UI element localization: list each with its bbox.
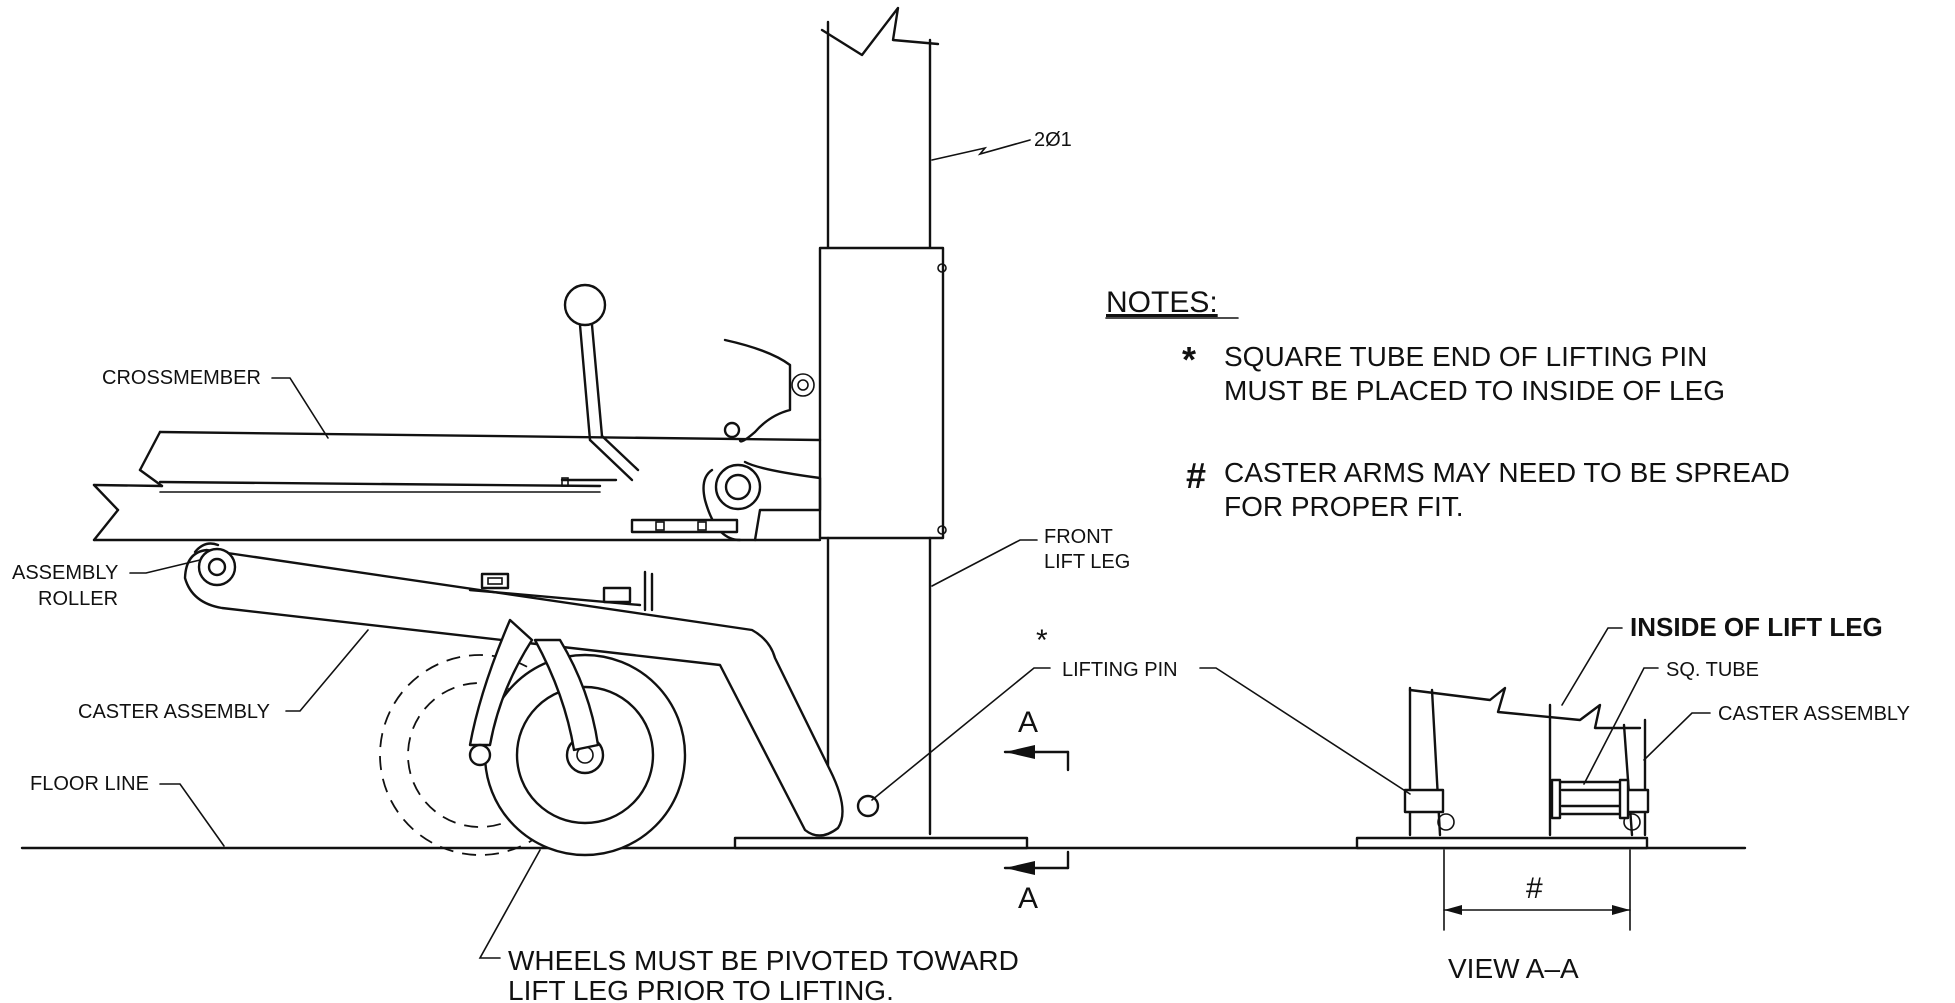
lifting-pin-label: LIFTING PIN	[1062, 659, 1178, 681]
caster-assembly-label: CASTER ASSEMBLY	[78, 701, 270, 723]
caster-forks	[468, 618, 600, 767]
assembly-roller-label-2: ROLLER	[38, 588, 118, 610]
note-2-line-2: FOR PROPER FIT.	[1224, 491, 1464, 522]
leg-bracket	[702, 338, 822, 542]
leg-sleeve-box	[818, 246, 945, 540]
part-number-label: 2Ø1	[1034, 129, 1072, 151]
section-label-top: A	[1018, 706, 1038, 739]
lifting-pin-mark: *	[1036, 624, 1048, 657]
front-lift-leg	[826, 536, 932, 836]
sq-tube-label: SQ. TUBE	[1666, 659, 1759, 681]
dimension-mark: #	[1526, 872, 1543, 905]
caster-assembly	[183, 542, 880, 837]
notes-heading: NOTES:	[1106, 286, 1218, 319]
note-2-symbol: #	[1186, 455, 1206, 496]
warning-line-1: WHEELS MUST BE PIVOTED TOWARD	[508, 945, 1019, 976]
view-a-a: # VIEW A–A	[1355, 686, 1650, 984]
section-marker-bottom: A	[1003, 850, 1070, 915]
note-2-line-1: CASTER ARMS MAY NEED TO BE SPREAD	[1224, 457, 1790, 488]
inside-of-lift-leg-label: INSIDE OF LIFT LEG	[1630, 612, 1883, 642]
leg-base-plate	[733, 836, 1029, 850]
floor-line-label: FLOOR LINE	[30, 773, 149, 795]
view-base-plate	[1355, 836, 1649, 850]
handle	[560, 283, 739, 534]
lift-leg-upper	[820, 6, 940, 252]
front-lift-leg-label-1: FRONT	[1044, 526, 1113, 548]
notes-block: NOTES: * SQUARE TUBE END OF LIFTING PIN …	[1105, 286, 1790, 522]
warning-line-2: LIFT LEG PRIOR TO LIFTING.	[508, 975, 894, 1003]
view-title: VIEW A–A	[1448, 953, 1579, 984]
note-1-line-1: SQUARE TUBE END OF LIFTING PIN	[1224, 341, 1707, 372]
caster-assembly-view-label: CASTER ASSEMBLY	[1718, 703, 1910, 725]
note-1-symbol: *	[1182, 339, 1196, 380]
section-label-bottom: A	[1018, 882, 1038, 915]
front-lift-leg-label-2: LIFT LEG	[1044, 551, 1130, 573]
note-1-line-2: MUST BE PLACED TO INSIDE OF LEG	[1224, 375, 1725, 406]
assembly-roller-label-1: ASSEMBLY	[12, 562, 118, 584]
crossmember	[92, 430, 822, 542]
assembly-roller	[197, 547, 237, 587]
crossmember-label: CROSSMEMBER	[102, 367, 261, 389]
leader-lines	[129, 139, 1711, 959]
section-marker-top: A	[1003, 706, 1070, 772]
caster-wheel	[483, 653, 687, 857]
